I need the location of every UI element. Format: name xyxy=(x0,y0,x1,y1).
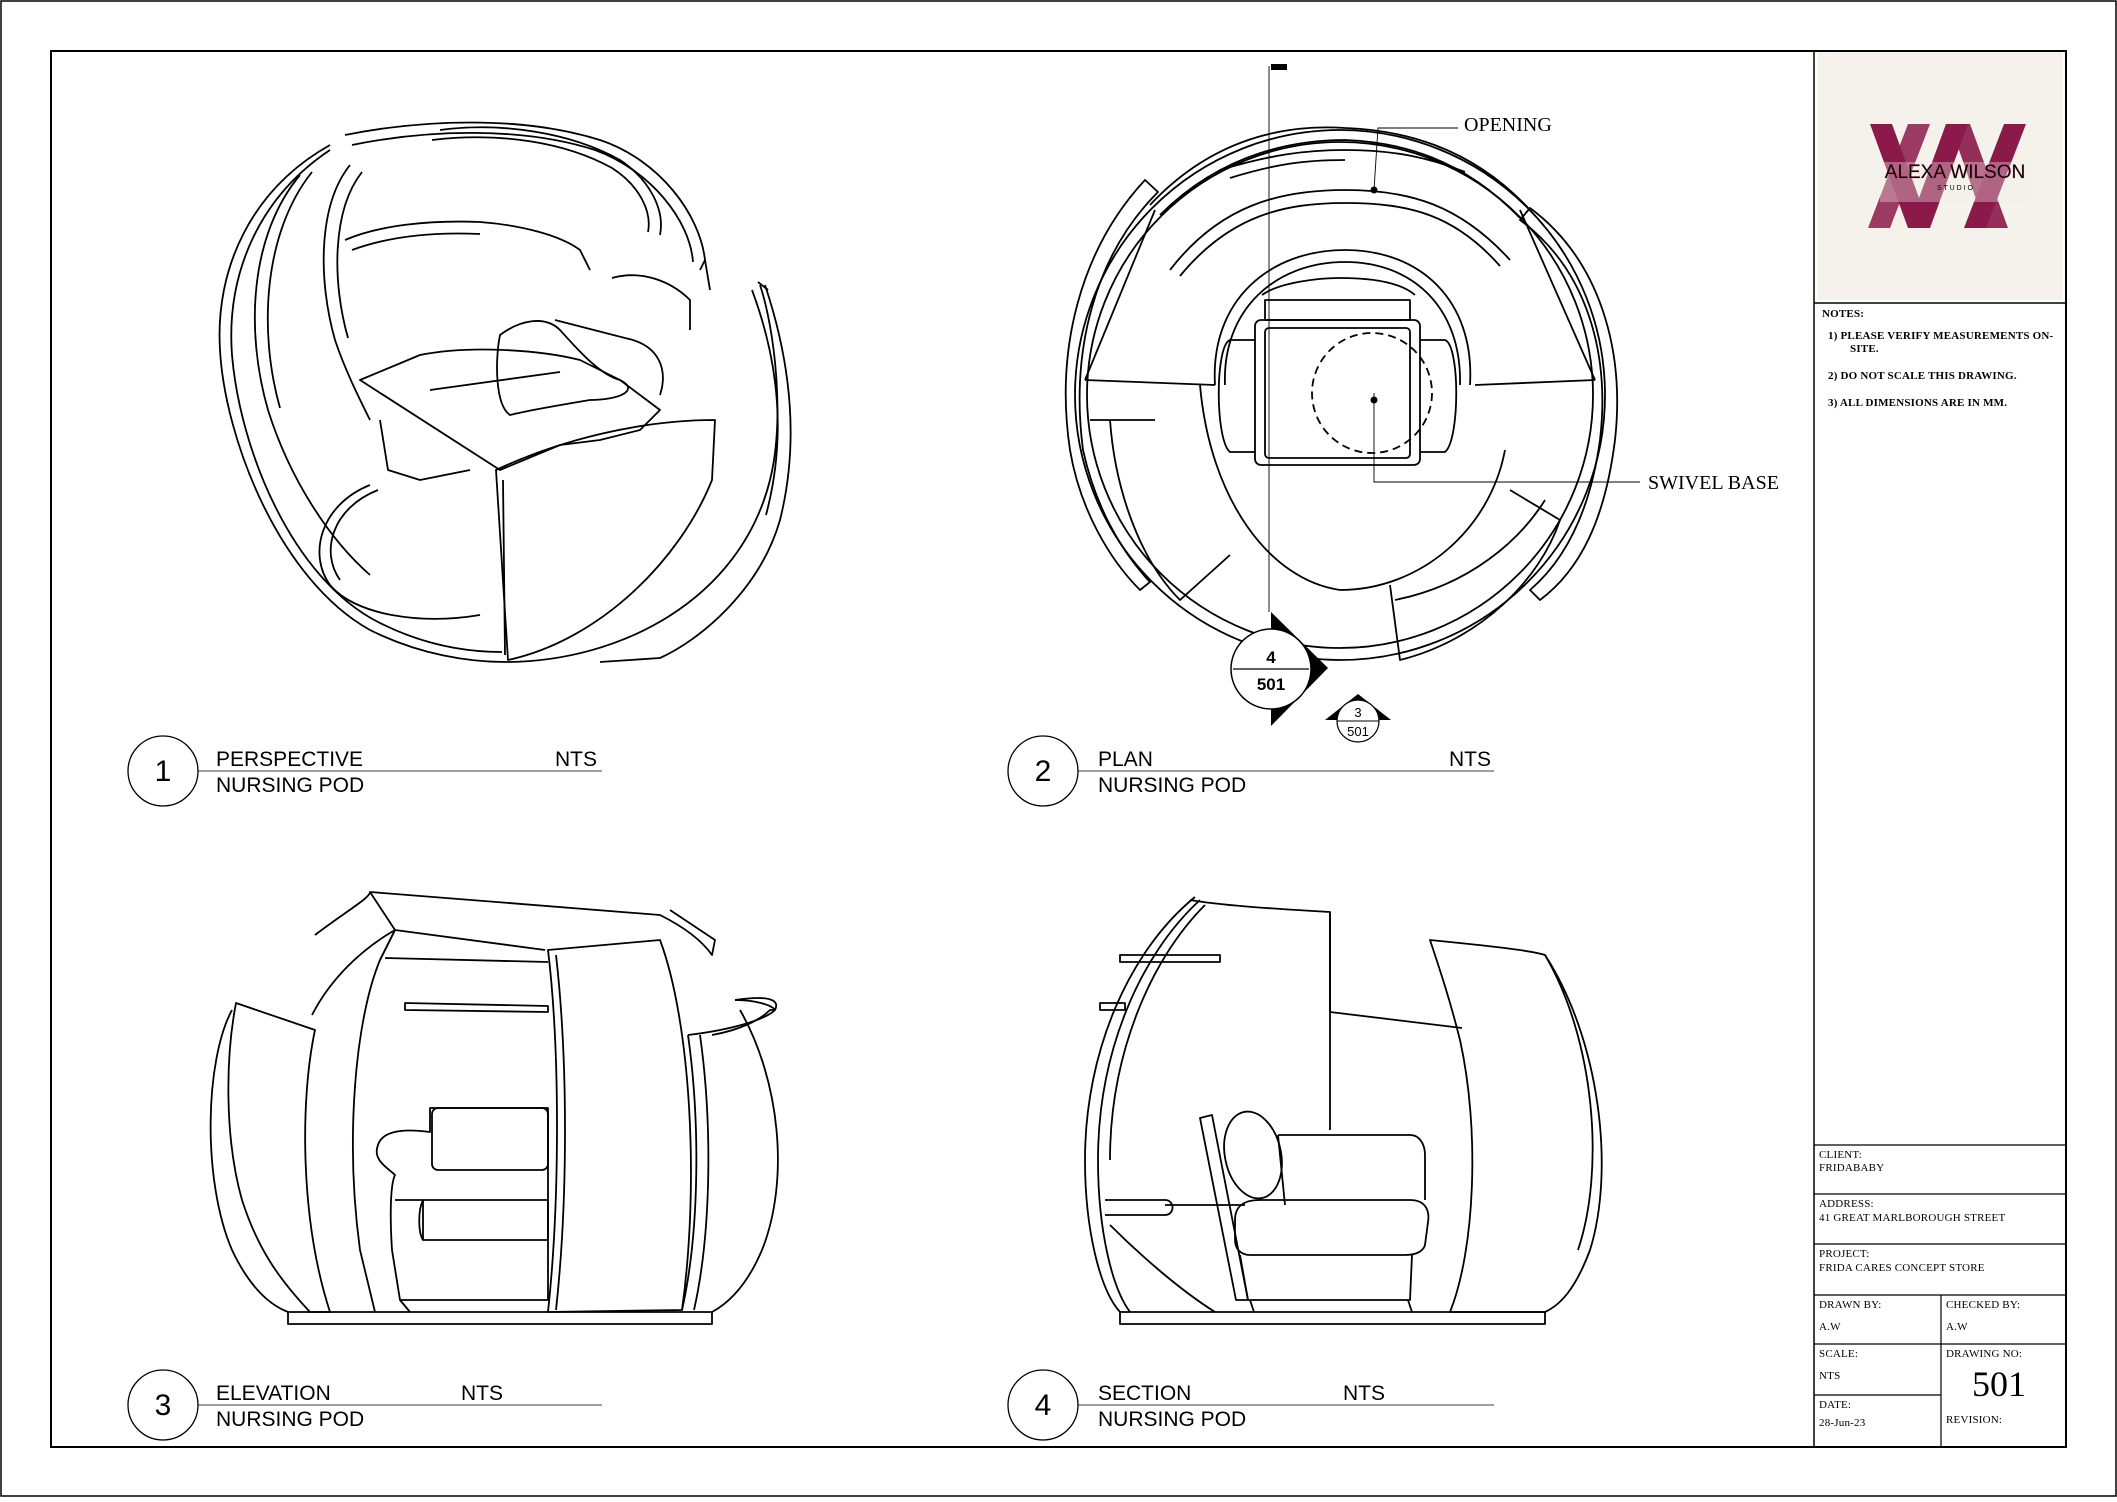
scale-label: SCALE: xyxy=(1819,1348,1859,1360)
checked-by-label: CHECKED BY: xyxy=(1946,1299,2021,1311)
view-subtitle-1: NURSING POD xyxy=(216,774,364,797)
drawn-by-value: A.W xyxy=(1819,1321,1841,1333)
view-label-3: 3 ELEVATION NURSING POD NTS xyxy=(127,1369,602,1441)
logo-mark: ALEXA WILSON S T U D I O xyxy=(1868,124,2030,228)
project-label: PROJECT: xyxy=(1819,1248,1870,1260)
address-label: ADDRESS: xyxy=(1819,1198,1874,1210)
opening-leader-dot xyxy=(1370,186,1378,194)
note-item: 1) PLEASE VERIFY MEASUREMENTS ON-SITE. xyxy=(1828,330,2054,355)
view-number-2: 2 xyxy=(1035,755,1052,788)
view-title-2: PLAN xyxy=(1098,748,1153,771)
view-label-4: 4 SECTION NURSING POD NTS xyxy=(1007,1369,1494,1441)
view-number-3: 3 xyxy=(155,1389,172,1422)
view-title-1: PERSPECTIVE xyxy=(216,748,363,771)
checked-by-value: A.W xyxy=(1946,1321,1968,1333)
view-title-4: SECTION xyxy=(1098,1382,1191,1405)
plan-drawing xyxy=(1064,126,1618,661)
view-scale-1: NTS xyxy=(555,748,597,771)
project-value: FRIDA CARES CONCEPT STORE xyxy=(1819,1262,1985,1274)
elevation-marker-number: 3 xyxy=(1354,705,1361,720)
swivel-base-leader-dot xyxy=(1370,396,1378,404)
address-value: 41 GREAT MARLBOROUGH STREET xyxy=(1819,1212,2006,1224)
drawing-frame xyxy=(50,50,2067,1448)
notes-panel: NOTES: 1) PLEASE VERIFY MEASUREMENTS ON-… xyxy=(1822,308,2062,424)
date-value: 28-Jun-23 xyxy=(1819,1417,1866,1429)
drawn-by-label: DRAWN BY: xyxy=(1819,1299,1882,1311)
client-value: FRIDABABY xyxy=(1819,1162,1885,1174)
opening-label: OPENING xyxy=(1464,114,1552,136)
elevation-marker-sheet: 501 xyxy=(1347,724,1369,739)
notes-title: NOTES: xyxy=(1822,308,1865,320)
section-marker-number: 4 xyxy=(1266,648,1276,667)
logo-name: ALEXA WILSON xyxy=(1885,162,2025,183)
section-marker: 4 501 xyxy=(1230,612,1328,726)
elevation-marker: 3 501 xyxy=(1325,694,1391,743)
view-scale-3: NTS xyxy=(461,1382,503,1405)
section-drawing xyxy=(1084,896,1603,1325)
titleblock-grid xyxy=(1814,1144,2066,1447)
note-item: 3) ALL DIMENSIONS ARE IN MM. xyxy=(1828,397,2008,409)
swivel-base-label: SWIVEL BASE xyxy=(1648,472,1779,494)
view-label-1: 1 PERSPECTIVE NURSING POD NTS xyxy=(127,735,602,807)
view-label-2: 2 PLAN NURSING POD NTS xyxy=(1007,735,1494,807)
drawing-no-label: DRAWING NO: xyxy=(1946,1348,2023,1360)
section-cut-end-mark xyxy=(1271,64,1287,70)
section-marker-sheet: 501 xyxy=(1257,675,1285,694)
note-item: 2) DO NOT SCALE THIS DRAWING. xyxy=(1828,370,2017,382)
view-scale-4: NTS xyxy=(1343,1382,1385,1405)
logo-sub: S T U D I O xyxy=(1937,185,1973,192)
drawing-no-value: 501 xyxy=(1972,1364,2026,1404)
notes-list: 1) PLEASE VERIFY MEASUREMENTS ON-SITE. 2… xyxy=(1822,330,2062,410)
scale-value: NTS xyxy=(1819,1370,1841,1382)
view-subtitle-4: NURSING POD xyxy=(1098,1408,1246,1431)
view-number-4: 4 xyxy=(1035,1389,1052,1422)
view-subtitle-3: NURSING POD xyxy=(216,1408,364,1431)
client-label: CLIENT: xyxy=(1819,1149,1863,1161)
elevation-drawing xyxy=(209,891,779,1325)
view-number-1: 1 xyxy=(155,755,172,788)
view-subtitle-2: NURSING POD xyxy=(1098,774,1246,797)
perspective-drawing xyxy=(218,121,792,663)
revision-label: REVISION: xyxy=(1946,1414,2003,1426)
date-label: DATE: xyxy=(1819,1399,1852,1411)
view-scale-2: NTS xyxy=(1449,748,1491,771)
plan-leaders xyxy=(1373,127,1640,483)
studio-logo: ALEXA WILSON S T U D I O xyxy=(1818,52,2063,300)
view-title-3: ELEVATION xyxy=(216,1382,331,1405)
